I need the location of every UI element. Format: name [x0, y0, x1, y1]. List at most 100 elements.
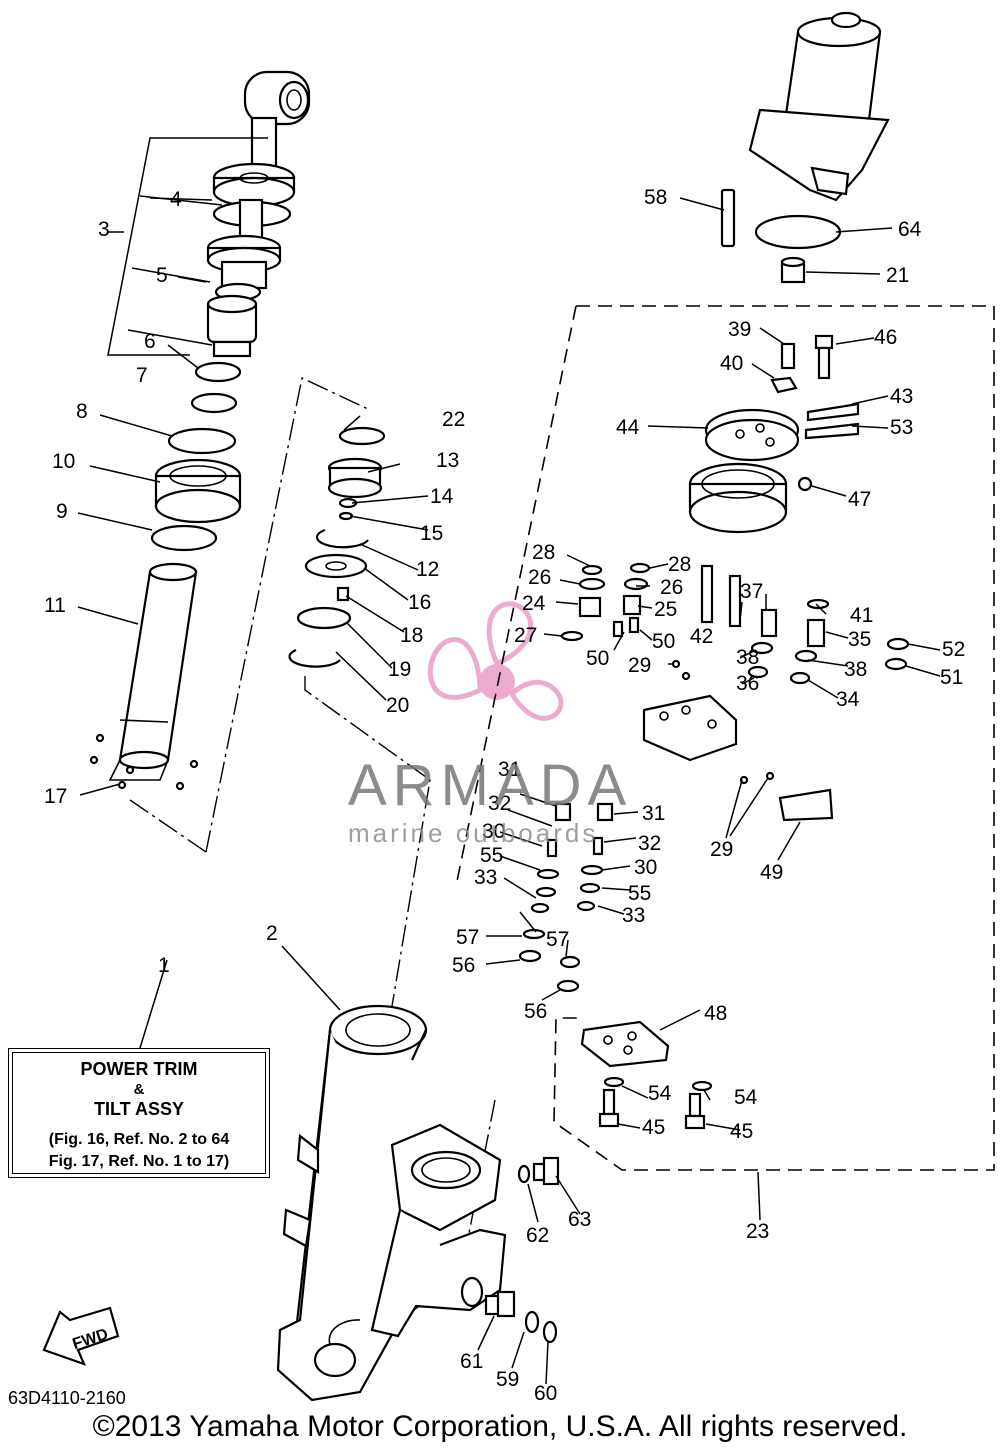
callout-44: 44	[616, 416, 640, 439]
o-ring-8	[167, 427, 237, 455]
callout-9: 9	[56, 500, 68, 523]
spring-18	[336, 586, 350, 602]
bolt-45b	[684, 1092, 706, 1130]
callout-51: 51	[940, 666, 963, 689]
callout-57b: 57	[546, 928, 569, 951]
callout-11: 11	[44, 594, 66, 617]
callout-8: 8	[76, 400, 88, 423]
callout-56b: 56	[524, 1000, 547, 1023]
callout-38b: 38	[844, 658, 867, 681]
copyright-notice: ©2013 Yamaha Motor Corporation, U.S.A. A…	[92, 1410, 908, 1443]
armada-propeller-icon	[427, 601, 564, 721]
callout-60: 60	[534, 1382, 557, 1405]
callout-20: 20	[386, 694, 409, 717]
tilt-rod-piston	[206, 198, 282, 290]
diagram-code: 63D4110-2160	[8, 1388, 126, 1408]
callout-52: 52	[942, 638, 965, 661]
callout-40: 40	[720, 352, 743, 375]
callout-53: 53	[890, 416, 913, 439]
valve-13	[327, 457, 383, 499]
callout-47: 47	[848, 488, 871, 511]
callout-59: 59	[496, 1368, 519, 1391]
callout-12: 12	[416, 558, 439, 581]
callout-10: 10	[52, 450, 75, 473]
callout-46: 46	[874, 326, 897, 349]
callout-54b: 54	[734, 1086, 758, 1109]
callout-62: 62	[526, 1224, 549, 1247]
watermark-tagline: marine outboards	[348, 818, 599, 848]
callout-29a: 29	[628, 654, 651, 677]
callout-57a: 57	[456, 926, 479, 949]
callout-26b: 26	[660, 576, 683, 599]
title-ref-line-1: (Fig. 16, Ref. No. 2 to 64	[48, 1131, 230, 1148]
callout-5: 5	[156, 264, 168, 287]
coupling-21	[780, 256, 806, 284]
backup-ring-7	[190, 392, 238, 414]
callout-15: 15	[420, 522, 443, 545]
free-piston	[206, 294, 258, 358]
callout-19: 19	[388, 658, 411, 681]
title-ref-line-2: Fig. 17, Ref. No. 1 to 17)	[48, 1153, 230, 1170]
gear-housing-47	[688, 462, 788, 534]
callout-32a: 32	[488, 792, 511, 815]
wedge-49	[778, 788, 834, 822]
tilt-cylinder-11	[108, 562, 198, 781]
callout-31a: 31	[498, 758, 521, 781]
callout-45a: 45	[642, 1116, 665, 1139]
callout-14: 14	[430, 485, 454, 508]
callout-38a: 38	[736, 646, 759, 669]
o-ring-6	[194, 361, 242, 383]
o-ring-9	[150, 524, 218, 552]
plug-63	[532, 1156, 560, 1186]
o-ring-59	[524, 1310, 540, 1334]
callout-17: 17	[44, 785, 67, 808]
o-ring-22	[338, 426, 386, 446]
callout-31b: 31	[642, 802, 665, 825]
washer-54b	[691, 1080, 713, 1092]
bolt-58	[720, 188, 736, 248]
manifold-plate-48	[580, 1020, 670, 1068]
callout-18: 18	[400, 624, 423, 647]
callout-34: 34	[836, 688, 860, 711]
assembly-title-box: POWER TRIM & TILT ASSY (Fig. 16, Ref. No…	[8, 1048, 270, 1178]
callout-3: 3	[98, 218, 110, 241]
callout-36: 36	[736, 672, 759, 695]
ball-47	[797, 476, 813, 492]
title-line-1: POWER TRIM	[80, 1059, 198, 1079]
callout-48: 48	[704, 1002, 727, 1025]
bolt-46	[814, 334, 834, 380]
callout-56a: 56	[452, 954, 475, 977]
callout-39: 39	[728, 318, 751, 341]
valve-61	[484, 1290, 516, 1318]
callout-29b: 29	[710, 838, 733, 861]
callout-43: 43	[890, 385, 913, 408]
callout-55a: 55	[480, 844, 503, 867]
pump-unit-boundary-23	[455, 305, 995, 1171]
callout-labels: 1 2 3 4 5 6 7 8 10 9 11 17 22 13 14 15 1…	[44, 186, 965, 1405]
callout-1: 1	[158, 954, 170, 977]
callout-37: 37	[740, 580, 763, 603]
callout-35: 35	[848, 628, 871, 651]
callout-64: 64	[898, 218, 922, 241]
title-line-3: TILT ASSY	[94, 1099, 184, 1119]
callout-63: 63	[568, 1208, 591, 1231]
circlip-20	[288, 648, 341, 668]
check-balls-17	[89, 733, 199, 791]
assembly-title-box-inner: POWER TRIM & TILT ASSY (Fig. 16, Ref. No…	[12, 1052, 266, 1174]
callout-33b: 33	[622, 904, 645, 927]
callout-25: 25	[654, 598, 677, 621]
callout-16: 16	[408, 591, 431, 614]
fwd-arrow-icon: FWD	[42, 1306, 120, 1366]
title-line-2: &	[133, 1081, 145, 1098]
callout-54a: 54	[648, 1082, 672, 1105]
pump-parts-upper	[688, 334, 860, 534]
callout-4: 4	[170, 188, 182, 211]
cylinder-cap-10	[154, 458, 242, 524]
callout-61: 61	[460, 1350, 483, 1373]
tilt-cylinder-body-2	[276, 1004, 507, 1402]
tilt-rod-cap	[212, 162, 296, 208]
callout-23: 23	[746, 1220, 769, 1243]
callout-6: 6	[144, 330, 156, 353]
pump-plate-44	[704, 408, 800, 462]
o-ring-62	[517, 1164, 531, 1184]
